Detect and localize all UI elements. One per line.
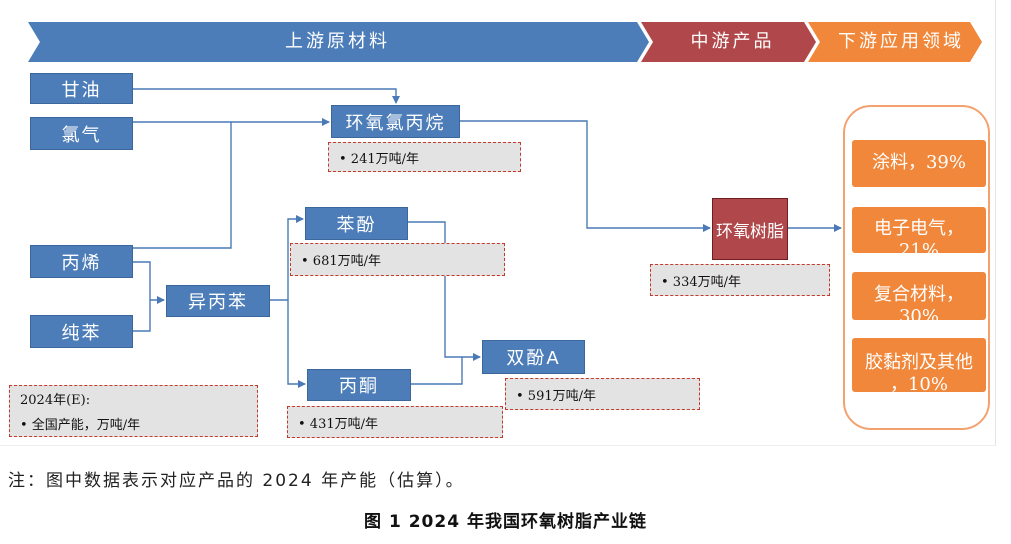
figure-caption: 图 1 2024 年我国环氧树脂产业链 bbox=[364, 512, 647, 532]
banner-downstream-segment bbox=[808, 22, 982, 62]
application-label: 电子电气， bbox=[874, 218, 964, 239]
applications-container bbox=[843, 105, 990, 430]
legend-title: 2024年(E): bbox=[20, 393, 91, 408]
capacity-acetone: • 431万吨/年 bbox=[287, 406, 503, 438]
connector-glycerol-epichlorohydrin bbox=[133, 88, 400, 104]
banner-midstream-segment bbox=[641, 22, 816, 62]
banner-downstream-label: 下游应用领域 bbox=[838, 31, 964, 52]
application-adhesives-other: 胶黏剂及其他 ，10% bbox=[852, 338, 986, 392]
connector-acetone-bisphenol-a bbox=[411, 357, 463, 385]
node-epoxy-resin: 环氧树脂 bbox=[712, 198, 788, 260]
connector-cumene-acetone bbox=[287, 300, 306, 388]
connector-cumene-phenol bbox=[270, 215, 304, 301]
application-label: 涂料，39% bbox=[871, 152, 966, 173]
industry-chain-diagram: 上游原材料 中游产品 下游应用领域 甘油 氯气 丙烯 纯苯 异丙苯 环氧氯丙烷 … bbox=[0, 0, 996, 446]
connector-epichlorohydrin-epoxy-resin bbox=[460, 120, 711, 232]
node-epichlorohydrin: 环氧氯丙烷 bbox=[331, 105, 460, 138]
node-chlorine: 氯气 bbox=[30, 117, 133, 150]
application-share bbox=[852, 174, 986, 187]
banner-upstream-label: 上游原材料 bbox=[285, 31, 390, 52]
application-label: 胶黏剂及其他 bbox=[865, 352, 973, 373]
node-cumene: 异丙苯 bbox=[166, 285, 270, 317]
capacity-phenol: • 681万吨/年 bbox=[290, 243, 505, 276]
banner-upstream-segment bbox=[28, 22, 649, 62]
connector-propylene-epichlorohydrin bbox=[133, 122, 232, 249]
application-share: ，10% bbox=[889, 374, 948, 392]
application-composites: 复合材料， 30% bbox=[852, 272, 986, 320]
application-electronics: 电子电气， 21% bbox=[852, 207, 986, 253]
legend-box: 2024年(E): • 全国产能，万吨/年 bbox=[9, 385, 258, 437]
node-acetone: 丙酮 bbox=[307, 369, 411, 401]
legend-item: • 全国产能，万吨/年 bbox=[20, 418, 141, 433]
node-benzene: 纯苯 bbox=[30, 315, 133, 348]
application-share: 21% bbox=[898, 240, 939, 253]
node-glycerol: 甘油 bbox=[30, 73, 133, 104]
capacity-bisphenol-a: • 591万吨/年 bbox=[505, 378, 700, 410]
diagram-graphics bbox=[28, 22, 982, 388]
connector-benzene-cumene bbox=[133, 300, 151, 332]
application-coatings: 涂料，39% bbox=[852, 140, 986, 187]
node-phenol: 苯酚 bbox=[305, 207, 408, 240]
application-share: 30% bbox=[898, 306, 939, 320]
application-label: 复合材料， bbox=[874, 284, 964, 305]
banner-midstream-label: 中游产品 bbox=[690, 31, 775, 52]
node-propylene: 丙烯 bbox=[30, 245, 133, 278]
node-bisphenol-a: 双酚A bbox=[482, 340, 585, 374]
connector-propylene-cumene bbox=[133, 261, 165, 304]
footnote: 注：图中数据表示对应产品的 2024 年产能（估算）。 bbox=[8, 471, 465, 491]
capacity-epoxy-resin: • 334万吨/年 bbox=[650, 264, 830, 296]
capacity-epichlorohydrin: • 241万吨/年 bbox=[328, 142, 521, 172]
